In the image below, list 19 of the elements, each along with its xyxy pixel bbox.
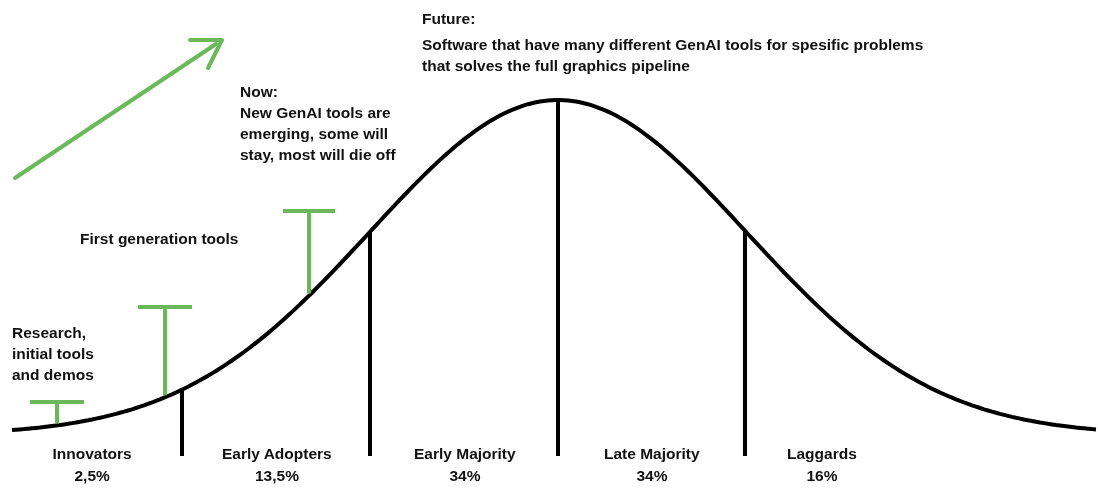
- segment-label: Innovators: [52, 444, 132, 464]
- note-text: Software that have many different GenAI tools for spesific problems that solves the full graphics pipeline: [422, 35, 925, 76]
- percentage-label: 34%: [449, 466, 481, 486]
- note-text: Research, initial tools and demos: [12, 323, 95, 385]
- percentage-label: 13,5%: [255, 466, 299, 486]
- leader-line: [28, 400, 86, 424]
- note-text: New GenAI tools are emerging, some will stay, most will die off: [240, 103, 397, 165]
- segment-label: Early Adopters: [222, 444, 332, 464]
- percentage-label: 34%: [636, 466, 668, 486]
- segment-label: Late Majority: [604, 444, 700, 464]
- leader-line: [281, 209, 337, 294]
- note-heading: Now:: [240, 82, 279, 102]
- note-text: First generation tools: [80, 229, 240, 249]
- note-heading: Future:: [422, 9, 477, 29]
- percentage-label: 16%: [806, 466, 838, 486]
- percentage-label: 2,5%: [74, 466, 110, 486]
- leader-line: [136, 305, 194, 396]
- segment-label: Early Majority: [414, 444, 516, 464]
- segment-label: Laggards: [787, 444, 857, 464]
